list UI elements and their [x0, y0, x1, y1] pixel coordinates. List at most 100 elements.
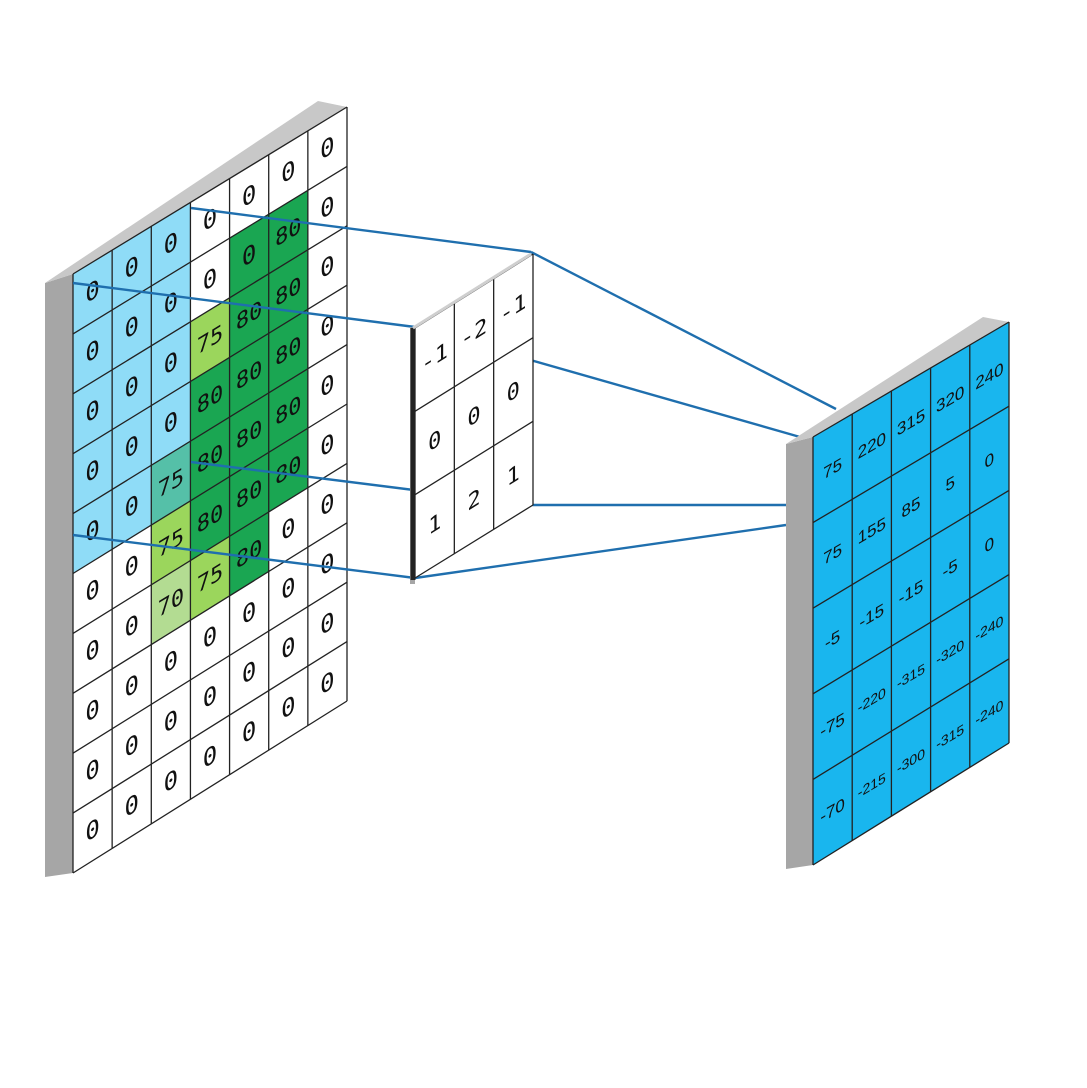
grid-line: [812, 489, 1010, 609]
output-cell: [852, 561, 892, 670]
input-value: 0: [203, 262, 217, 298]
input-cell: [307, 463, 347, 548]
output-cell: [930, 598, 970, 707]
output-cell: [852, 391, 892, 500]
connector-line: [72, 281, 416, 329]
input-value: 0: [281, 511, 295, 547]
kernel-value: 2: [467, 483, 480, 517]
input-value: 0: [85, 394, 99, 430]
input-cell: [112, 704, 152, 789]
input-value: 0: [85, 453, 99, 489]
input-cell: [307, 225, 347, 310]
connector-line: [190, 206, 532, 254]
input-cell: [268, 190, 308, 274]
input-cell: [190, 655, 230, 740]
grid-line: [812, 321, 1010, 438]
input-cell: [307, 285, 347, 369]
output-cell: [969, 322, 1009, 430]
kernel-cell: [493, 337, 533, 446]
input-value: 0: [164, 346, 178, 382]
grid-line: [72, 700, 348, 874]
input-value: 0: [124, 669, 138, 705]
input-cell: [268, 309, 308, 393]
output-frame-top: [786, 317, 1009, 444]
kernel-cell: [454, 278, 494, 387]
frame-edge: [45, 274, 73, 877]
input-cell: [73, 369, 113, 454]
input-cell: [151, 500, 191, 585]
input-value: 0: [164, 405, 178, 441]
kernel-value: 0: [507, 375, 520, 409]
grid-line: [72, 225, 348, 395]
input-value: 0: [164, 226, 178, 262]
input-cell: [151, 441, 191, 526]
output-cell: [852, 646, 892, 756]
input-cell: [151, 262, 191, 346]
input-cell: [229, 273, 269, 358]
input-value: 0: [281, 690, 295, 726]
input-cell: [151, 321, 191, 406]
output-cell: [813, 414, 853, 523]
input-value: 0: [320, 606, 334, 642]
input-value: 0: [320, 368, 334, 404]
input-cell: [73, 250, 113, 334]
input-value: 0: [320, 665, 334, 701]
kernel-top-border: [412, 252, 532, 330]
input-cell: [190, 476, 230, 561]
output-cell: [969, 406, 1009, 514]
input-cell: [112, 525, 152, 610]
grid-line: [72, 106, 348, 275]
input-value: 0: [281, 630, 295, 666]
input-value: 0: [242, 595, 256, 631]
input-value: 0: [320, 249, 334, 285]
input-cell: [307, 582, 347, 667]
input-feature-map: 0000000000008000007580800000808080000758…: [45, 101, 348, 877]
input-value: 0: [124, 489, 138, 525]
input-value: 0: [320, 190, 334, 226]
input-value: 0: [124, 310, 138, 346]
input-cell: [73, 489, 113, 574]
input-cell: [307, 404, 347, 488]
input-value: 0: [242, 178, 256, 214]
output-cell: [813, 499, 853, 609]
output-cell: [852, 731, 892, 841]
grid-line: [72, 581, 348, 754]
grid-line: [812, 658, 1010, 780]
grid-line: [72, 522, 348, 694]
input-value: 0: [164, 644, 178, 680]
input-cell: [112, 286, 152, 370]
input-value: 0: [242, 238, 256, 274]
grid-line: [72, 403, 348, 575]
input-cell: [112, 405, 152, 490]
kernel-value: 1: [428, 507, 441, 541]
input-value: 0: [85, 274, 99, 310]
input-cell: [268, 130, 308, 215]
output-cell: [852, 476, 892, 585]
input-cell: [229, 512, 269, 596]
input-cell: [307, 641, 347, 726]
input-cell: [190, 715, 230, 800]
output-cell: [969, 658, 1009, 768]
input-cell: [73, 549, 113, 634]
input-value: 0: [124, 609, 138, 645]
input-cell: [190, 536, 230, 621]
input-cell: [112, 584, 152, 669]
input-cell: [229, 333, 269, 417]
output-cell: [930, 514, 970, 623]
output-value: -5: [825, 625, 840, 653]
input-cell: [151, 620, 191, 705]
input-cell: [268, 368, 308, 453]
output-cell: [891, 537, 931, 647]
input-value: 0: [203, 679, 217, 715]
input-cell: [73, 310, 113, 394]
input-value: 0: [85, 813, 99, 849]
input-cell: [307, 166, 347, 250]
input-value: 0: [85, 334, 99, 370]
input-cell: [307, 344, 347, 429]
grid-line: [414, 420, 534, 496]
grid-line: [812, 742, 1010, 866]
kernel-cell: [454, 362, 494, 471]
input-cell: [268, 606, 308, 691]
input-value: 0: [124, 370, 138, 406]
input-value: 0: [124, 250, 138, 286]
